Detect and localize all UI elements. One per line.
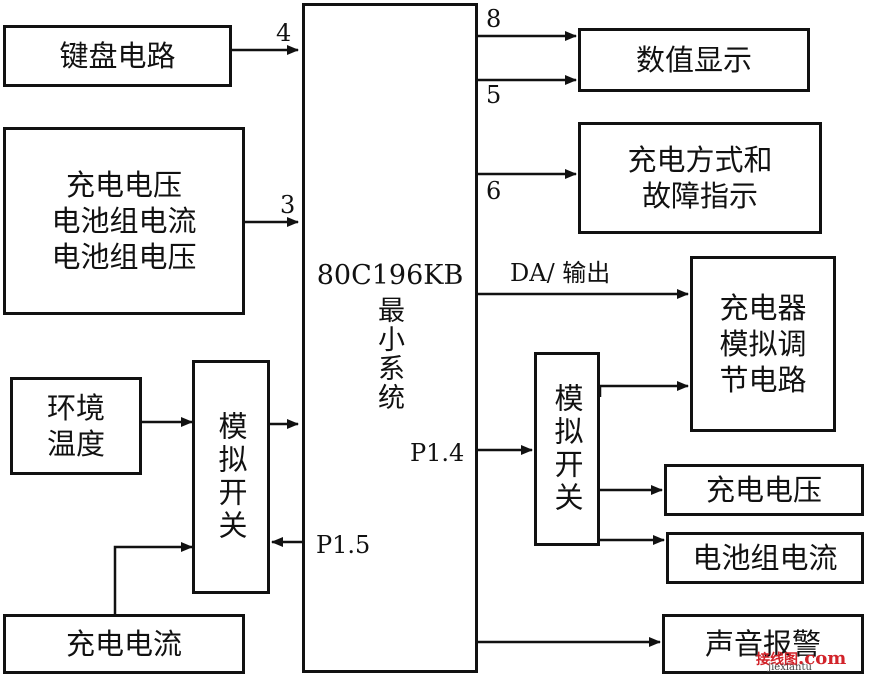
bus-label-4: 4 [276,19,292,47]
wire-current-mux [113,542,193,614]
sound-alarm-label: 声音报警 [704,627,821,661]
bus-label-8: 8 [486,5,502,33]
wire-mux-adj [598,381,689,397]
analog-switch-left-block: 模拟开关 [192,360,270,594]
charger-adjust-line-2: 模拟调 [719,327,807,361]
watermark-domain-text: .com [798,648,847,669]
sound-alarm-block: 声音报警 [662,614,864,674]
analog-switch-left-label: 模拟开关 [214,411,248,543]
charger-adjust-block: 充电器 模拟调 节电路 [690,256,836,432]
charger-adjust-line-1: 充电器 [719,291,807,325]
mode-fault-block: 充电方式和 故障指示 [578,122,822,234]
da-output-label: DA/ 输出 [510,259,611,287]
cpu-name: 80C196KB [316,260,464,291]
charge-current-label: 充电电流 [65,627,182,661]
analog-input-line-1: 充电电压 [65,168,182,202]
analog-input-line-2: 电池组电流 [51,204,197,238]
keyboard-circuit-label: 键盘电路 [59,39,176,73]
battery-current-label: 电池组电流 [692,541,838,575]
watermark-site: 接线图.com [756,648,846,669]
numeric-display-label: 数值显示 [635,43,752,77]
charge-voltage-label: 充电电压 [705,473,822,507]
bus-label-5: 5 [486,81,502,109]
charger-adjust-line-3: 节电路 [719,363,807,397]
analog-switch-right-block: 模拟开关 [534,352,600,546]
charge-current-block: 充电电流 [3,614,245,674]
env-temp-block: 环境 温度 [10,377,142,475]
keyboard-circuit-block: 键盘电路 [3,25,232,87]
mode-fault-line-1: 充电方式和 [627,143,773,177]
analog-inputs-block: 充电电压 电池组电流 电池组电压 [3,127,245,315]
analog-input-line-3: 电池组电压 [51,240,197,274]
cpu-block [302,3,478,673]
bus-label-6: 6 [486,177,502,205]
watermark-pinyin: jiexiantu [768,662,812,673]
cpu-subtitle: 最小系统 [373,296,404,412]
env-temp-line-1: 环境 [46,391,105,425]
analog-switch-right-label: 模拟开关 [550,383,584,515]
charge-voltage-block: 充电电压 [664,464,864,516]
watermark-site-text: 接线图 [756,652,798,668]
battery-current-block: 电池组电流 [666,532,864,584]
p15-label: P1.5 [316,531,371,559]
env-temp-line-2: 温度 [46,427,105,461]
mode-fault-line-2: 故障指示 [641,179,758,213]
numeric-display-block: 数值显示 [578,28,810,92]
p14-label: P1.4 [410,439,465,467]
bus-label-3: 3 [280,191,296,219]
